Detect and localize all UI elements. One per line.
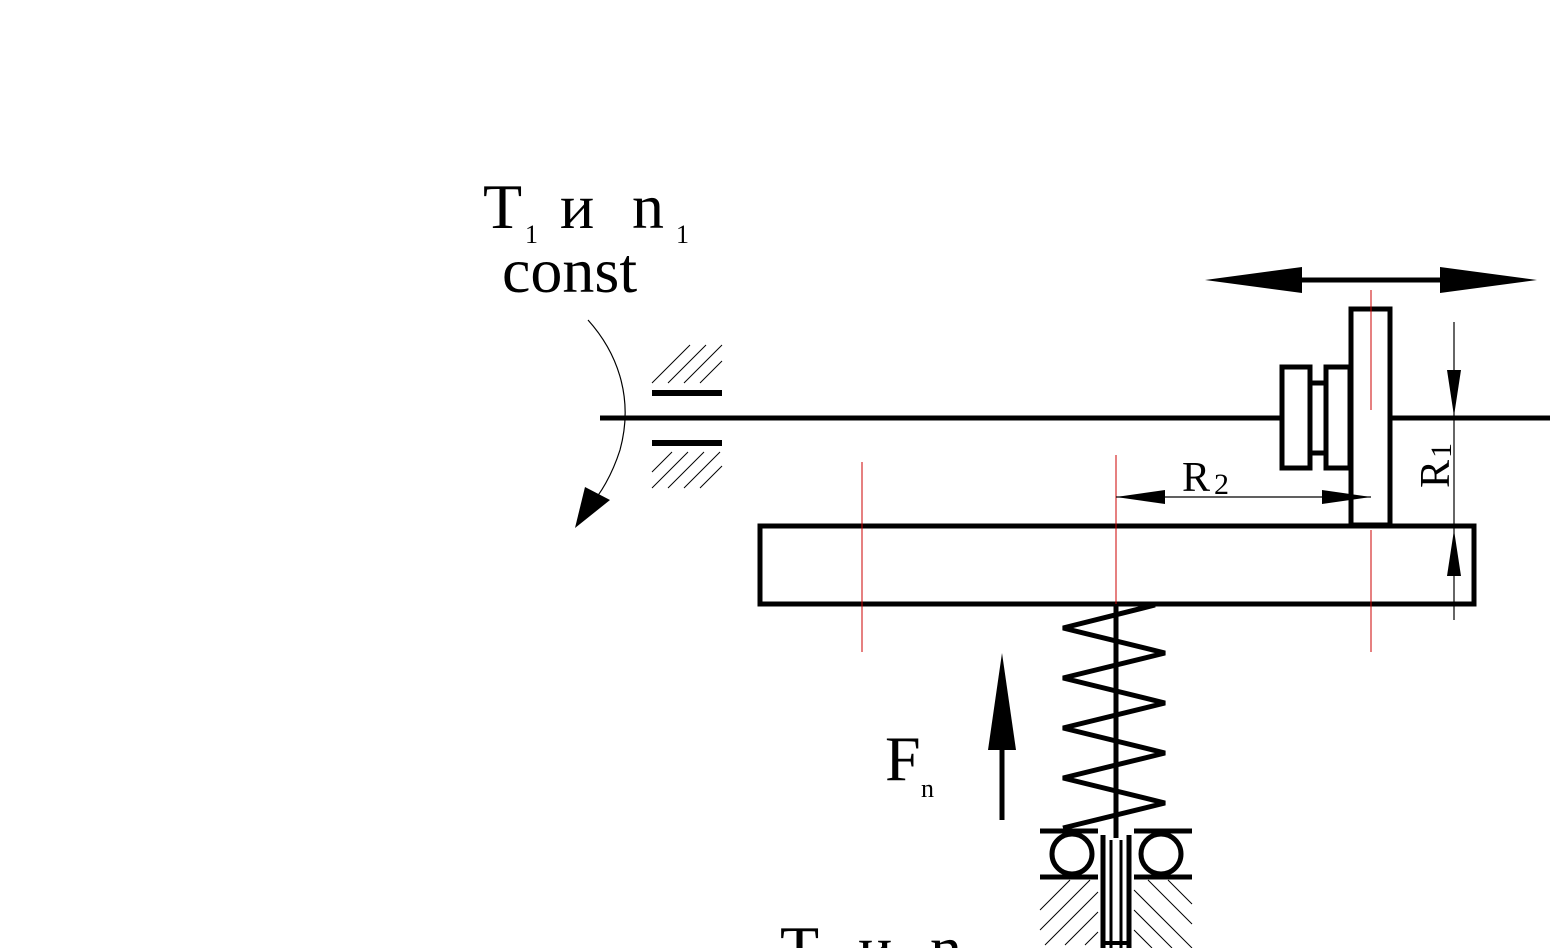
centerlines	[861, 290, 1372, 652]
conjunction-top: и	[560, 171, 594, 242]
rotation-arrow	[575, 319, 626, 528]
speed-n1-symbol: n	[632, 171, 664, 242]
input-torque-speed-label: T 1 и n 1 const	[483, 171, 689, 306]
force-arrow: F n	[885, 653, 1016, 820]
speed-n2-symbol: n	[930, 913, 962, 948]
movement-double-arrow	[1205, 267, 1537, 293]
friction-disc	[757, 523, 1477, 607]
output-torque-speed-label: T и n	[780, 913, 962, 948]
dimension-r2: R 2	[1116, 455, 1371, 504]
r2-subscript: 2	[1214, 468, 1229, 501]
r1-subscript: 1	[1425, 443, 1458, 458]
torque-t1-symbol: T	[483, 171, 522, 242]
torque-t2-symbol: T	[780, 913, 819, 948]
const-label: const	[502, 235, 637, 306]
torque-t1-subscript: 1	[525, 220, 538, 249]
shaft-bearing	[651, 344, 723, 489]
output-shaft	[1100, 604, 1132, 948]
force-fn-symbol: F	[885, 723, 921, 794]
r2-symbol: R	[1182, 455, 1210, 501]
conjunction-bottom: и	[858, 913, 892, 948]
dimension-r1: R 1	[1395, 322, 1470, 620]
bearing-ball-right	[1138, 831, 1184, 877]
thrust-bearing	[1039, 828, 1193, 948]
r1-symbol: R	[1413, 460, 1459, 488]
force-fn-subscript: n	[921, 774, 934, 803]
speed-n1-subscript: 1	[676, 220, 689, 249]
bearing-ball-left	[1049, 831, 1095, 877]
